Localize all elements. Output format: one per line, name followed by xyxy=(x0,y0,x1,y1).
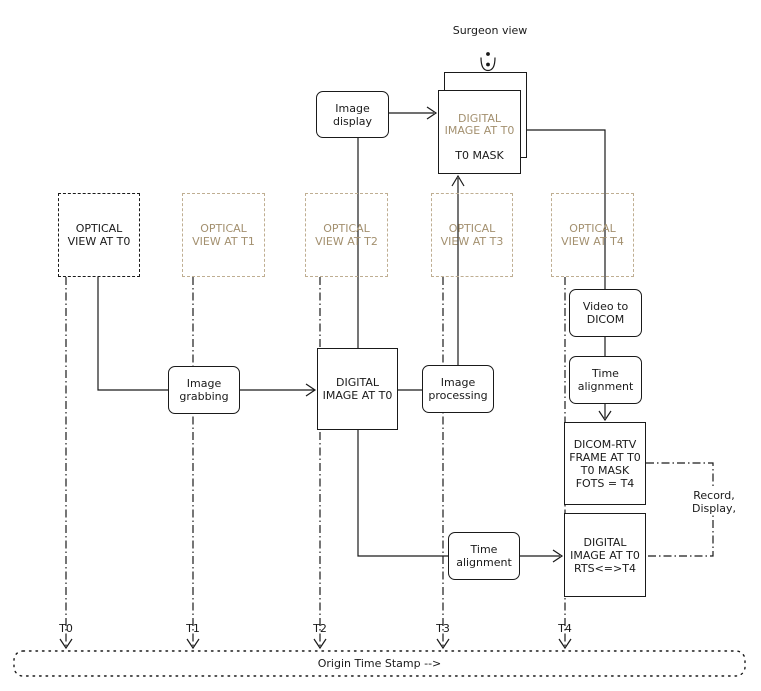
optical-view-t2-box: OPTICAL VIEW AT T2 xyxy=(305,193,388,277)
arrowhead-right-mask xyxy=(426,106,438,120)
optical-view-t4-label: OPTICAL VIEW AT T4 xyxy=(561,222,624,248)
optical-view-t4-box: OPTICAL VIEW AT T4 xyxy=(551,193,634,277)
timeline-label-t0: T0 xyxy=(59,622,73,635)
time-alignment-right-label: Time alignment xyxy=(577,367,634,393)
arrowhead-down-dicomrtv xyxy=(598,410,612,422)
image-processing-box: Image processing xyxy=(422,365,494,413)
timeline-label-t3: T3 xyxy=(436,622,450,635)
surgeon-view-label: Surgeon view xyxy=(452,24,528,37)
dicom-rtv-frame-box: DICOM-RTV FRAME AT T0 T0 MASK FOTS = T4 xyxy=(564,422,646,505)
optical-view-t2-label: OPTICAL VIEW AT T2 xyxy=(315,222,378,248)
video-to-dicom-label: Video to DICOM xyxy=(582,300,629,326)
arrowhead-down-t1 xyxy=(186,638,200,650)
image-grabbing-box: Image grabbing xyxy=(168,366,240,414)
dicom-rtv-frame-label: DICOM-RTV FRAME AT T0 T0 MASK FOTS = T4 xyxy=(569,437,641,490)
arrowhead-down-t3 xyxy=(436,638,450,650)
timeline-label-t4: T4 xyxy=(558,622,572,635)
line-opticalT0-to-grabbing xyxy=(97,277,168,391)
arrowhead-up-mask xyxy=(451,174,465,187)
optical-view-t1-box: OPTICAL VIEW AT T1 xyxy=(182,193,265,277)
origin-timestamp-label: Origin Time Stamp --> xyxy=(317,657,442,670)
surgeon-display-mask-label: T0 MASK xyxy=(455,149,504,162)
timeline-label-t2: T2 xyxy=(313,622,327,635)
image-processing-label: Image processing xyxy=(428,376,488,402)
arrowhead-down-t0 xyxy=(59,638,73,650)
optical-view-t1-label: OPTICAL VIEW AT T1 xyxy=(192,222,255,248)
surgeon-display-front-box xyxy=(438,90,521,174)
surgeon-display-text: DIGITAL IMAGE AT T0 T0 MASK xyxy=(438,100,521,163)
optical-view-t3-box: OPTICAL VIEW AT T3 xyxy=(431,193,513,277)
video-to-dicom-box: Video to DICOM xyxy=(569,289,642,337)
time-alignment-bottom-box: Time alignment xyxy=(448,532,520,580)
arrowhead-right-digital xyxy=(305,383,317,397)
arrowhead-down-t4 xyxy=(558,638,572,650)
arrowhead-right-rts xyxy=(552,549,564,563)
digital-image-rts-box: DIGITAL IMAGE AT T0 RTS<=>T4 xyxy=(564,513,646,597)
timeline-label-t1: T1 xyxy=(186,622,200,635)
time-alignment-bottom-label: Time alignment xyxy=(456,543,512,569)
digital-image-rts-label: DIGITAL IMAGE AT T0 RTS<=>T4 xyxy=(570,535,640,575)
digital-image-t0-box: DIGITAL IMAGE AT T0 xyxy=(317,348,398,430)
line-mask-to-videodicom xyxy=(527,129,606,289)
surgeon-display-faded-label: DIGITAL IMAGE AT T0 xyxy=(444,111,515,137)
record-display-label: Record, Display, xyxy=(684,489,744,515)
optical-view-t0-label: OPTICAL VIEW AT T0 xyxy=(67,222,131,248)
arrowhead-down-t2 xyxy=(313,638,327,650)
optical-view-t0-box: OPTICAL VIEW AT T0 xyxy=(58,193,140,277)
line-digital-to-timealign-bottom xyxy=(357,430,448,557)
origin-timestamp-box xyxy=(13,650,746,677)
digital-image-t0-label: DIGITAL IMAGE AT T0 xyxy=(322,376,393,402)
image-grabbing-label: Image grabbing xyxy=(179,377,229,403)
optical-view-t3-label: OPTICAL VIEW AT T3 xyxy=(440,222,504,248)
image-display-label: Image display xyxy=(332,101,373,128)
eye-icon xyxy=(480,52,496,72)
image-display-box: Image display xyxy=(316,91,389,138)
time-alignment-right-box: Time alignment xyxy=(569,356,642,404)
